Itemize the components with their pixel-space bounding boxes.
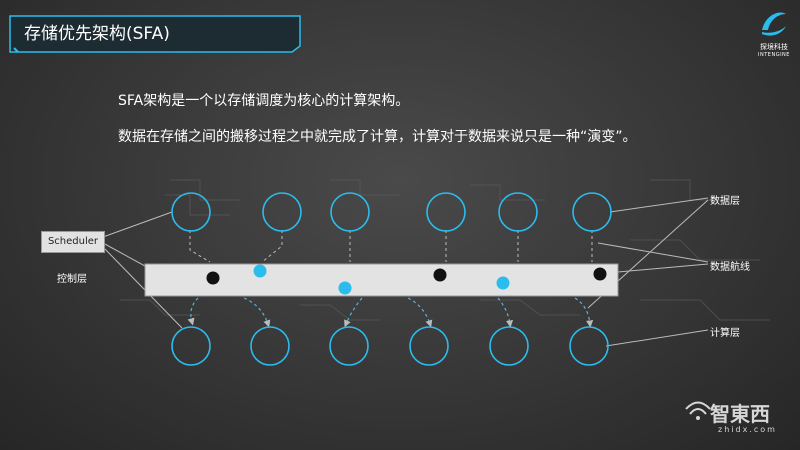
data-node xyxy=(262,192,302,232)
compute-node xyxy=(489,326,529,366)
data-dot-cyan xyxy=(496,276,510,290)
description-line-2: 数据在存储之间的搬移过程之中就完成了计算，计算对于数据来说只是一种“演变”。 xyxy=(118,129,637,145)
watermark-text: 智東西 xyxy=(710,402,770,426)
data-dot-black xyxy=(593,267,607,281)
data-layer-label: 数据层 xyxy=(710,196,740,207)
data-node xyxy=(426,192,466,232)
description-line-1: SFA架构是一个以存储调度为核心的计算架构。 xyxy=(118,93,410,109)
data-bus-label: 数据航线 xyxy=(710,262,750,273)
title-bar-accent xyxy=(13,47,19,53)
data-node xyxy=(572,192,612,232)
compute-node xyxy=(409,326,449,366)
data-dot-cyan xyxy=(253,264,267,278)
compute-layer-label: 计算层 xyxy=(710,328,740,339)
compute-arrows xyxy=(187,297,594,328)
title-bar-frame xyxy=(9,15,301,53)
data-bus xyxy=(144,263,619,297)
compute-layer-nodes xyxy=(171,326,609,366)
data-dot-black xyxy=(433,268,447,282)
compute-node xyxy=(250,326,290,366)
data-paths xyxy=(189,230,593,263)
wave-logo-icon xyxy=(762,12,786,36)
data-node xyxy=(171,192,211,232)
data-dot-black xyxy=(206,271,220,285)
page-title: 存储优先架构(SFA) xyxy=(24,24,170,44)
data-node xyxy=(330,192,370,232)
scheduler-box: Scheduler xyxy=(41,231,105,253)
compute-node xyxy=(569,326,609,366)
wifi-icon xyxy=(685,401,711,420)
data-node xyxy=(498,192,538,232)
scheduler-connectors xyxy=(102,211,183,329)
watermark: 智東西 zhidx.com xyxy=(688,398,788,440)
compute-node xyxy=(171,326,211,366)
data-layer-nodes xyxy=(171,192,612,232)
logo-subtitle: INTENGINE xyxy=(758,52,790,58)
company-logo: 探境科技 INTENGINE xyxy=(754,8,794,60)
data-dot-cyan xyxy=(338,281,352,295)
control-layer-label: 控制层 xyxy=(57,274,87,285)
logo-name: 探境科技 xyxy=(760,43,788,51)
watermark-url: zhidx.com xyxy=(718,425,777,434)
compute-node xyxy=(329,326,369,366)
